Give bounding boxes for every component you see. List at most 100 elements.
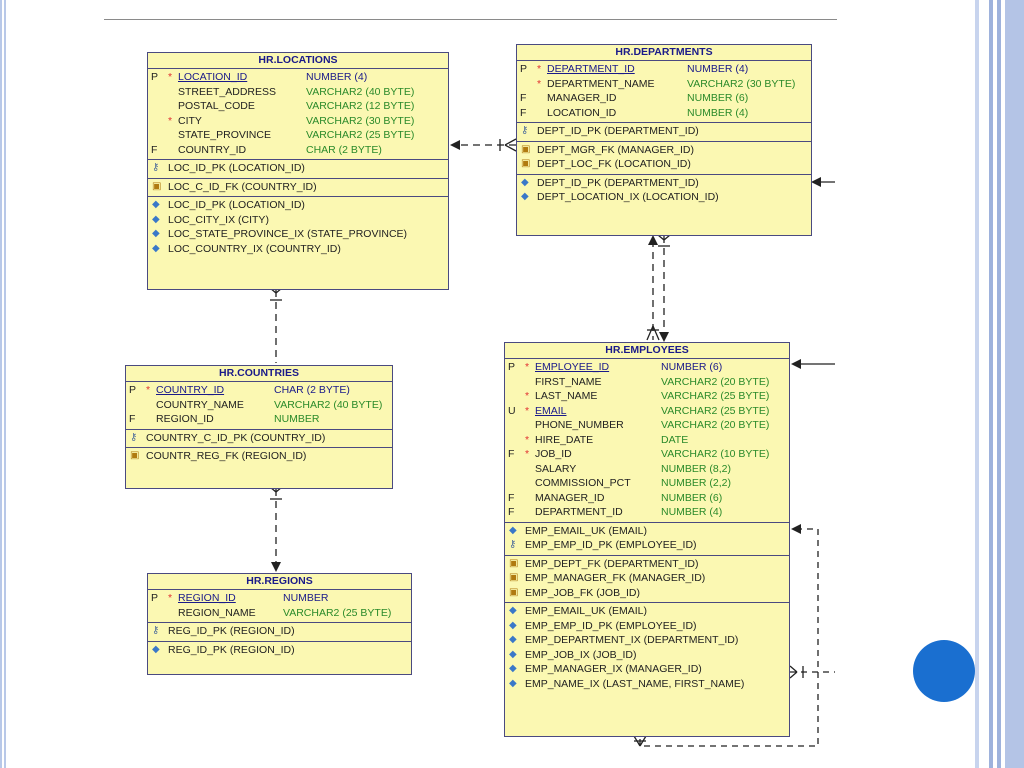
key-row: ⚷EMP_EMP_ID_PK (EMPLOYEE_ID) [509,539,697,551]
index-row: ◆EMP_DEPARTMENT_IX (DEPARTMENT_ID) [509,634,739,646]
unique-key-icon: ◆ [509,524,517,536]
entity-title: HR.EMPLOYEES [505,343,789,359]
key-icon: ⚷ [509,539,517,550]
index-icon: ◆ [152,228,160,239]
foreign-key-icon: ▣ [152,180,162,192]
fk-section: ▣LOC_C_ID_FK (COUNTRY_ID) [148,179,448,197]
slide-right-frame [975,0,1024,768]
entity-title: HR.COUNTRIES [126,366,392,382]
key-row: ▣DEPT_LOC_FK (LOCATION_ID) [521,158,691,170]
key-row: ⚷LOC_ID_PK (LOCATION_ID) [152,162,305,174]
index-row: ◆EMP_EMAIL_UK (EMAIL) [509,605,647,617]
index-icon: ◆ [509,648,517,660]
fk-section: ▣DEPT_MGR_FK (MANAGER_ID) ▣DEPT_LOC_FK (… [517,142,811,175]
index-row: ◆LOC_STATE_PROVINCE_IX (STATE_PROVINCE) [152,228,408,240]
index-section: ◆EMP_EMAIL_UK (EMAIL) ◆EMP_EMP_ID_PK (EM… [505,603,789,693]
index-icon: ◆ [509,663,517,674]
index-icon: ◆ [509,619,517,631]
key-row: ▣EMP_MANAGER_FK (MANAGER_ID) [509,572,706,584]
index-icon: ◆ [152,643,160,655]
foreign-key-icon: ▣ [521,158,531,169]
index-section: ◆LOC_ID_PK (LOCATION_ID) ◆LOC_CITY_IX (C… [148,197,448,258]
pk-section: ⚷REG_ID_PK (REGION_ID) [148,623,411,642]
index-row: ◆DEPT_LOCATION_IX (LOCATION_ID) [521,191,719,203]
fk-section: ▣EMP_DEPT_FK (DEPARTMENT_ID) ▣EMP_MANAGE… [505,556,789,603]
index-row: ◆LOC_CITY_IX (CITY) [152,213,269,226]
key-icon: ⚷ [152,625,160,636]
foreign-key-icon: ▣ [509,572,519,583]
entity-title: HR.DEPARTMENTS [517,45,811,61]
uk-pk-section: ◆EMP_EMAIL_UK (EMAIL) ⚷EMP_EMP_ID_PK (EM… [505,523,789,556]
index-icon: ◆ [152,242,160,254]
pk-section: ⚷DEPT_ID_PK (DEPARTMENT_ID) [517,123,811,142]
key-row: ▣DEPT_MGR_FK (MANAGER_ID) [521,143,694,156]
slide-left-frame [0,0,6,768]
fk-section: ▣COUNTR_REG_FK (REGION_ID) [126,448,392,466]
index-section: ◆REG_ID_PK (REGION_ID) [148,642,411,660]
index-row: ◆EMP_MANAGER_IX (MANAGER_ID) [509,663,702,675]
index-icon: ◆ [509,677,517,689]
foreign-key-icon: ▣ [521,143,531,155]
key-row: ▣COUNTR_REG_FK (REGION_ID) [130,450,307,462]
index-row: ◆REG_ID_PK (REGION_ID) [152,643,295,656]
index-row: ◆EMP_EMP_ID_PK (EMPLOYEE_ID) [509,619,697,632]
index-row: ◆LOC_ID_PK (LOCATION_ID) [152,199,305,211]
key-icon: ⚷ [130,431,138,443]
key-icon: ⚷ [521,125,529,136]
foreign-key-icon: ▣ [509,557,519,569]
key-row: ▣LOC_C_ID_FK (COUNTRY_ID) [152,180,317,193]
pk-section: ⚷LOC_ID_PK (LOCATION_ID) [148,160,448,179]
key-row: ◆EMP_EMAIL_UK (EMAIL) [509,524,647,537]
index-icon: ◆ [509,605,517,616]
index-icon: ◆ [152,213,160,225]
index-row: ◆EMP_NAME_IX (LAST_NAME, FIRST_NAME) [509,677,745,690]
index-icon: ◆ [152,199,160,210]
key-row: ⚷DEPT_ID_PK (DEPARTMENT_ID) [521,125,699,137]
index-icon: ◆ [521,176,529,188]
key-row: ⚷COUNTRY_C_ID_PK (COUNTRY_ID) [130,431,326,444]
foreign-key-icon: ▣ [509,586,519,598]
key-row: ▣EMP_JOB_FK (JOB_ID) [509,586,640,599]
index-icon: ◆ [521,191,529,202]
foreign-key-icon: ▣ [130,450,140,461]
entity-title: HR.LOCATIONS [148,53,448,69]
title-separator-line [104,19,837,20]
index-icon: ◆ [509,634,517,645]
index-row: ◆LOC_COUNTRY_IX (COUNTRY_ID) [152,242,341,255]
pk-section: ⚷COUNTRY_C_ID_PK (COUNTRY_ID) [126,430,392,448]
